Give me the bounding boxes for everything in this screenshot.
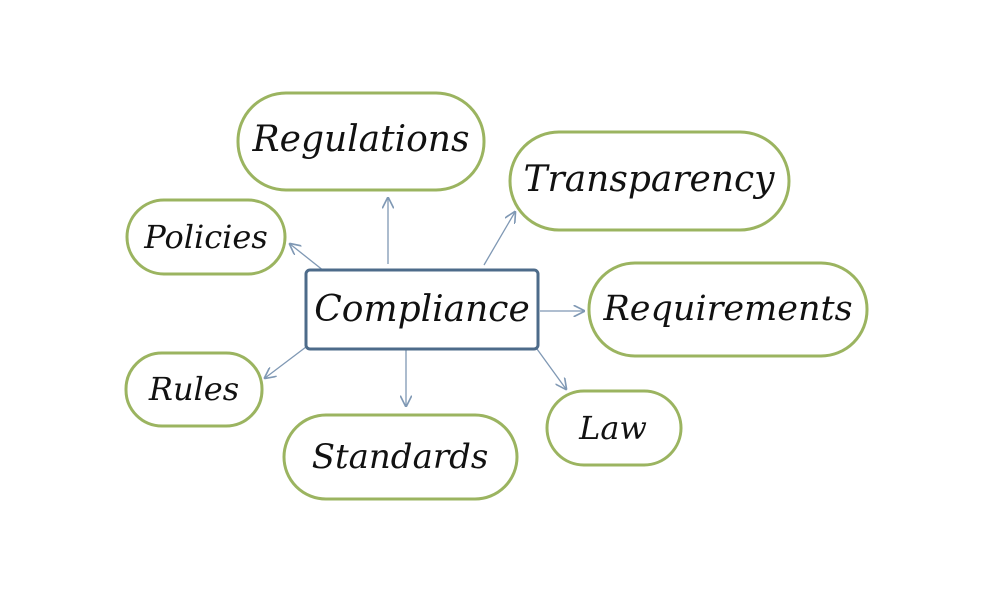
node-requirements-shape <box>587 261 869 358</box>
node-transparency: Transparency <box>508 130 791 232</box>
arrow-to-policies <box>290 244 325 272</box>
node-law-label: Law <box>578 409 647 447</box>
node-regulations-shape <box>236 91 486 192</box>
node-policies: Policies <box>125 198 287 276</box>
arrows <box>265 198 584 406</box>
node-requirements-label: Requirements <box>602 289 852 329</box>
node-standards: Standards <box>282 413 519 501</box>
node-transparency-label: Transparency <box>523 159 775 200</box>
node-rules-label: Rules <box>148 370 239 408</box>
node-rules: Rules <box>124 351 264 428</box>
node-rules-shape <box>124 351 264 428</box>
node-regulations-label: Regulations <box>252 119 470 160</box>
node-requirements: Requirements <box>587 261 869 358</box>
arrow-to-rules <box>265 346 307 378</box>
node-standards-label: Standards <box>312 437 489 477</box>
center-node: Compliance <box>304 268 540 351</box>
center-node-box <box>304 268 540 351</box>
node-policies-label: Policies <box>143 218 267 256</box>
node-law-shape <box>545 389 683 467</box>
node-policies-shape <box>125 198 287 276</box>
node-transparency-shape <box>508 130 791 232</box>
node-regulations: Regulations <box>236 91 486 192</box>
node-standards-shape <box>282 413 519 501</box>
arrow-to-transparency <box>483 212 515 266</box>
node-law: Law <box>545 389 683 467</box>
center-node-label: Compliance <box>314 289 530 330</box>
arrow-to-law <box>536 348 566 389</box>
